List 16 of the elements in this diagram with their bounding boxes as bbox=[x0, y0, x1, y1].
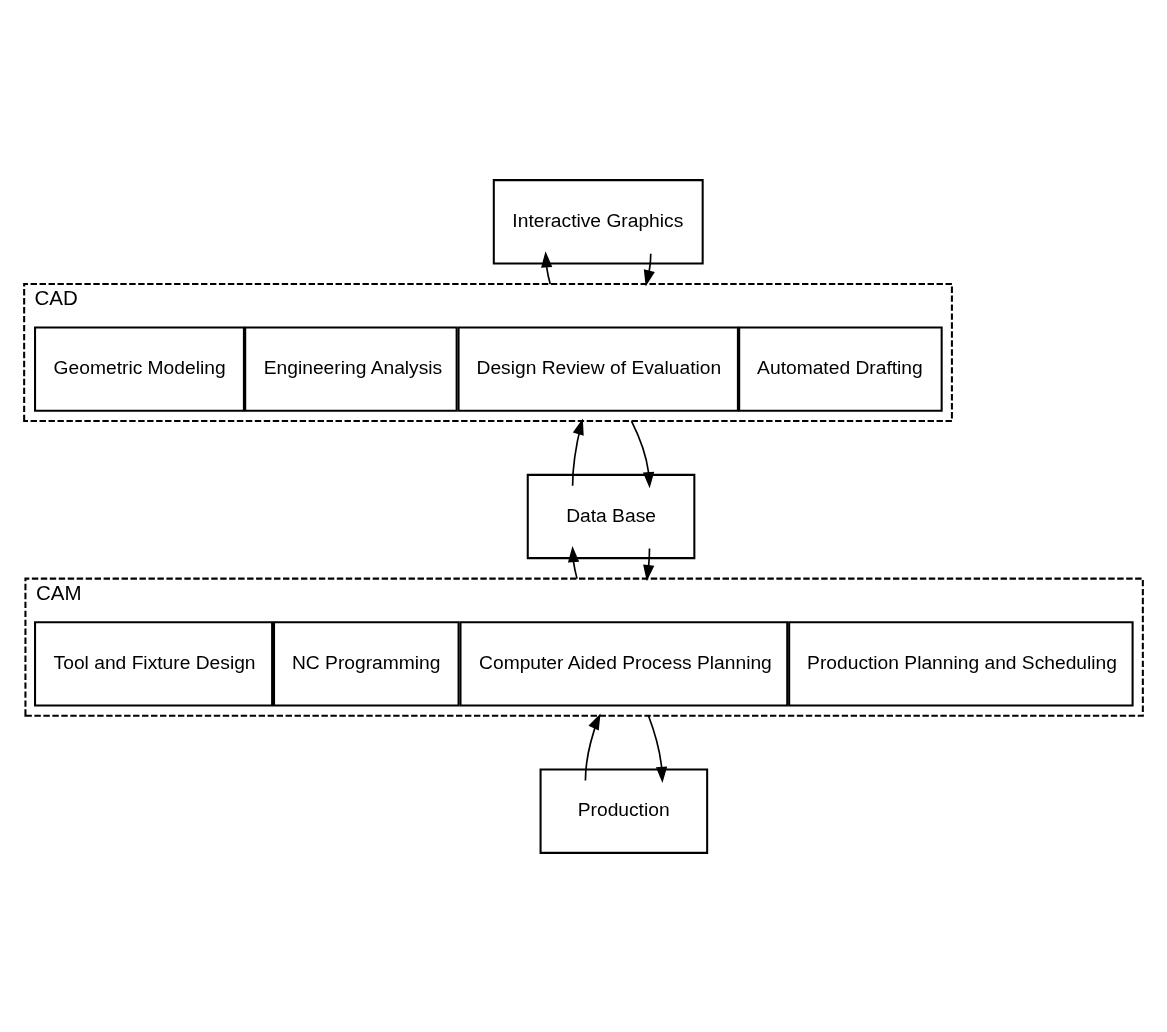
arrow bbox=[647, 714, 668, 783]
arrow bbox=[584, 712, 601, 781]
arrow bbox=[643, 547, 655, 581]
node-box: Automated Drafting bbox=[738, 325, 943, 412]
arrow bbox=[541, 250, 553, 285]
node-box: Design Review of Evaluation bbox=[457, 325, 739, 412]
node-box: NC Programming bbox=[273, 620, 460, 707]
arrow bbox=[630, 419, 655, 488]
node-box: Tool and Fixture Design bbox=[34, 620, 274, 707]
arrow bbox=[567, 545, 580, 579]
node-box: Engineering Analysis bbox=[244, 325, 458, 412]
node-box: Interactive Graphics bbox=[492, 178, 704, 264]
arrow bbox=[571, 418, 584, 487]
node-box: Production Planning and Scheduling bbox=[788, 620, 1134, 707]
node-box: Geometric Modeling bbox=[34, 325, 245, 412]
node-box: Computer Aided Process Planning bbox=[459, 620, 789, 707]
